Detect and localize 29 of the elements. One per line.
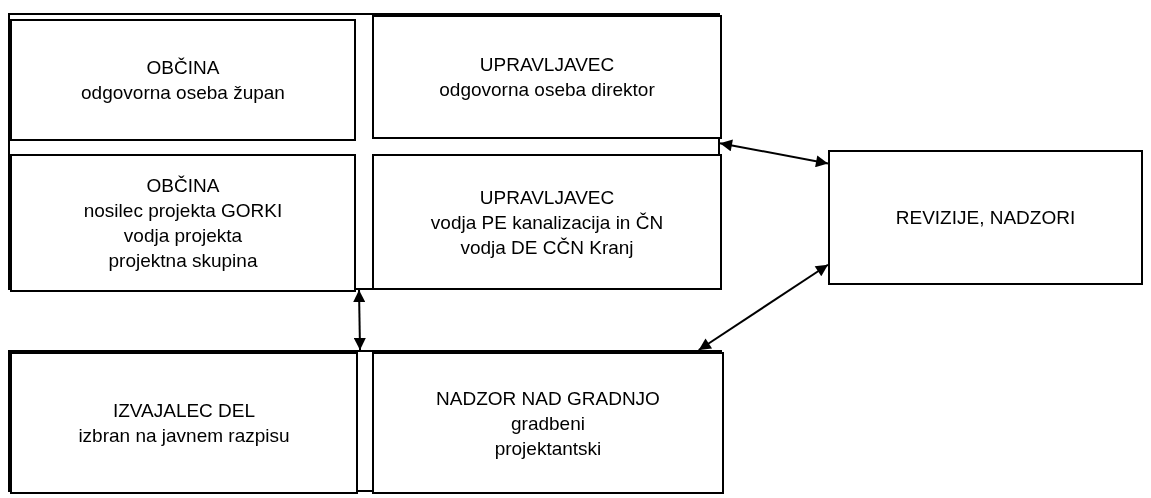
org-box bbox=[10, 352, 358, 494]
box-text: odgovorna oseba direktor bbox=[439, 78, 655, 102]
org-box bbox=[10, 19, 356, 141]
box-text: vodja projekta bbox=[123, 224, 243, 248]
double-arrow bbox=[353, 289, 366, 351]
box-heading: REVIZIJE, NADZORI bbox=[895, 206, 1076, 230]
box-heading: UPRAVLJAVEC bbox=[479, 185, 615, 210]
box-heading: UPRAVLJAVEC bbox=[479, 53, 615, 77]
org-box bbox=[10, 154, 356, 292]
box-text: odgovorna oseba župan bbox=[81, 81, 285, 105]
double-arrow bbox=[719, 139, 829, 168]
org-box bbox=[828, 150, 1143, 285]
box-text: gradbeni bbox=[511, 411, 585, 436]
org-box bbox=[372, 154, 722, 290]
box-text: vodja PE kanalizacija in ČN bbox=[430, 210, 664, 235]
box-heading: NADZOR NAD GRADNJO bbox=[436, 386, 660, 411]
box-heading: OBČINA bbox=[146, 174, 220, 198]
double-arrow bbox=[697, 263, 829, 351]
box-text: projektantski bbox=[494, 436, 602, 461]
group-frame bbox=[8, 350, 722, 492]
box-text: nosilec projekta GORKI bbox=[83, 199, 283, 223]
org-box bbox=[372, 15, 722, 139]
box-text: vodja DE CČN Kranj bbox=[460, 235, 634, 260]
group-frame bbox=[8, 13, 720, 290]
box-text: izbran na javnem razpisu bbox=[78, 424, 290, 448]
box-text: projektna skupina bbox=[108, 249, 258, 273]
box-heading: IZVAJALEC DEL bbox=[112, 399, 256, 423]
box-heading: OBČINA bbox=[146, 56, 220, 80]
org-box bbox=[372, 352, 724, 494]
